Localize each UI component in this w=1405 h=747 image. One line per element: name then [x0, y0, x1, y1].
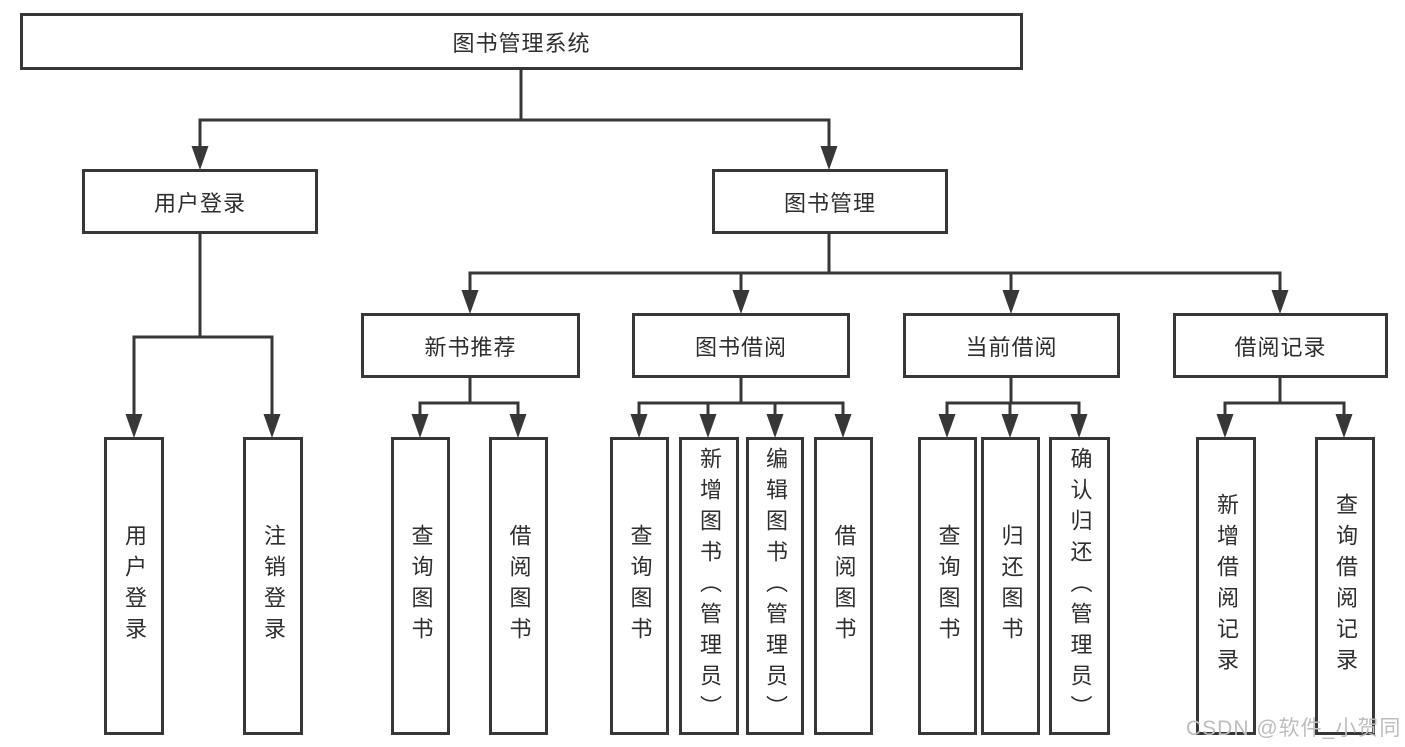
- arrowhead: [732, 290, 750, 314]
- node-current-borrowing: 当前借阅: [903, 313, 1120, 378]
- arrowhead: [509, 414, 527, 438]
- arrowhead: [834, 414, 852, 438]
- node-leaf-query-books-recommend: 查询图书: [391, 437, 450, 735]
- node-leaf-borrow-books-2: 借阅图书: [814, 437, 873, 735]
- arrowhead: [820, 146, 838, 170]
- arrowhead: [1002, 290, 1020, 314]
- node-library-management-system: 图书管理系统: [20, 13, 1023, 70]
- arrowhead: [263, 414, 281, 438]
- arrowhead: [1216, 414, 1234, 438]
- arrowhead: [461, 290, 479, 314]
- node-leaf-logout: 注销登录: [243, 437, 303, 735]
- node-leaf-add-borrow-record: 新增借阅记录: [1196, 437, 1256, 735]
- arrowhead: [1070, 414, 1088, 438]
- arrowhead: [191, 146, 209, 170]
- node-leaf-query-books-borrowing: 查询图书: [610, 437, 669, 735]
- arrowhead: [938, 414, 956, 438]
- node-leaf-query-borrow-record: 查询借阅记录: [1315, 437, 1375, 735]
- node-leaf-confirm-return-admin: 确认归还（管理员）: [1049, 437, 1110, 735]
- csdn-watermark: CSDN @软件_小贺同学: [1186, 717, 1402, 740]
- arrowhead: [766, 414, 784, 438]
- arrowhead: [1271, 290, 1289, 314]
- node-leaf-user-login: 用户登录: [104, 437, 164, 735]
- node-leaf-query-books-current: 查询图书: [918, 437, 977, 735]
- arrowhead: [411, 414, 429, 438]
- arrowhead: [125, 414, 143, 438]
- node-book-borrowing: 图书借阅: [632, 313, 850, 378]
- node-leaf-edit-book-admin: 编辑图书（管理员）: [746, 437, 804, 735]
- node-user-login: 用户登录: [82, 169, 318, 234]
- arrowhead: [699, 414, 717, 438]
- node-leaf-return-book: 归还图书: [981, 437, 1040, 735]
- node-leaf-add-book-admin: 新增图书（管理员）: [679, 437, 739, 735]
- node-borrowing-records: 借阅记录: [1173, 313, 1388, 378]
- arrowhead: [630, 414, 648, 438]
- node-leaf-borrow-books-recommend: 借阅图书: [489, 437, 548, 735]
- node-new-book-recommendation: 新书推荐: [361, 313, 580, 378]
- node-book-management: 图书管理: [712, 169, 948, 234]
- arrowhead: [1335, 414, 1353, 438]
- arrowhead: [1001, 414, 1019, 438]
